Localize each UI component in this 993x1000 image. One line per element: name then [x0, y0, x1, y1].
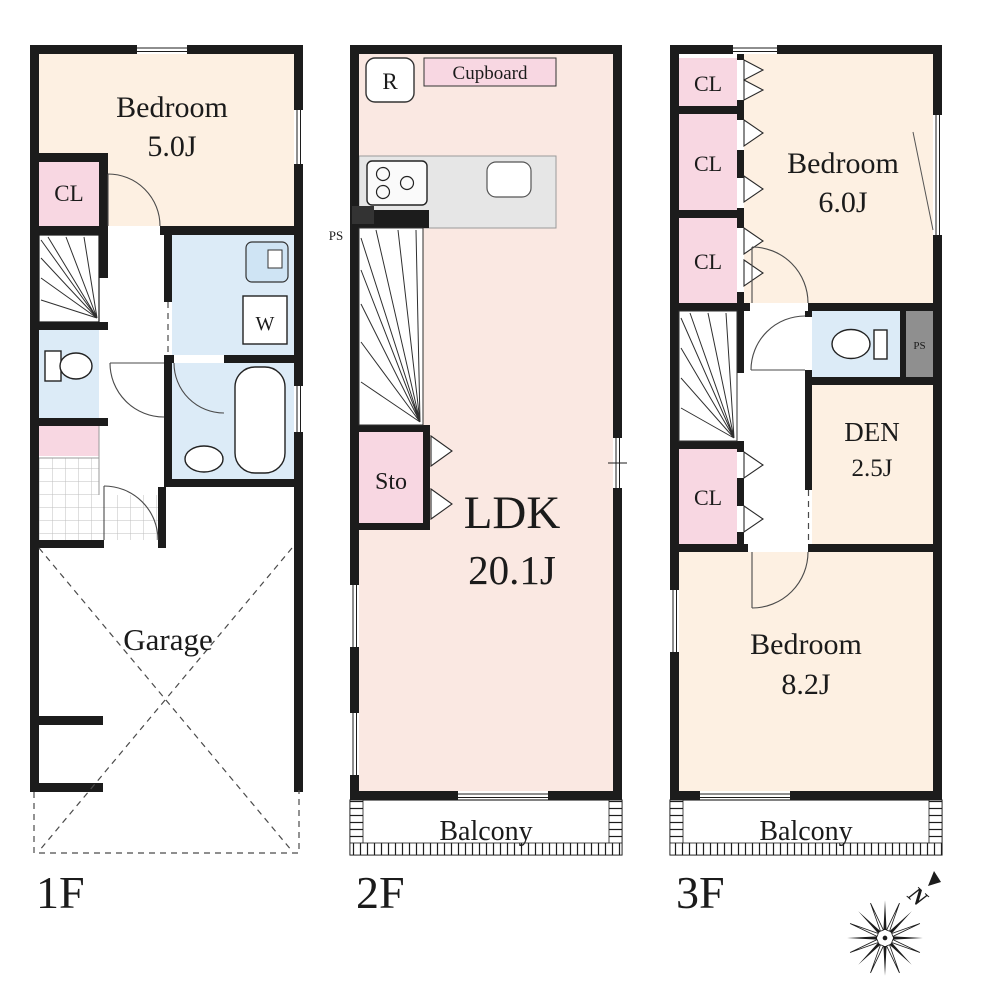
window	[294, 110, 303, 164]
toilet-bowl-icon	[59, 352, 93, 380]
closet-3f-b	[679, 114, 737, 210]
ldk-label: LDK	[464, 487, 561, 539]
window	[350, 585, 359, 647]
compass-dark-rays	[847, 900, 923, 976]
den-label: DEN	[844, 417, 900, 447]
fixtures-3f	[831, 328, 888, 360]
labels-1f: Bedroom 5.0J CL W Garage 1F	[36, 91, 275, 918]
shoe-closet-1f	[39, 426, 99, 456]
pipe-space-box-2f	[352, 206, 374, 224]
walls-3f	[670, 45, 942, 800]
bedroom-5j-size: 5.0J	[147, 130, 197, 163]
sink-icon	[486, 161, 532, 198]
storage-label: Sto	[375, 469, 407, 495]
garage-label: Garage	[123, 622, 213, 657]
toilet-bowl-icon-3f	[831, 328, 871, 360]
storage-room	[359, 432, 423, 523]
balcony-3f	[669, 799, 943, 856]
toilet-tank-icon-3f	[873, 329, 888, 360]
closet-a-label: CL	[694, 71, 722, 96]
stairs-1f	[38, 234, 100, 323]
kitchen-2f	[358, 57, 557, 229]
closet-3f-d	[679, 449, 737, 544]
fridge-label: R	[382, 69, 398, 94]
window	[350, 713, 359, 775]
doors-3f	[743, 59, 809, 609]
garage-marks-1f	[33, 547, 300, 854]
floor-3f: CL CL CL Bedroom 6.0J PS DEN 2.5J CL Bed…	[669, 45, 943, 918]
fixtures-1f	[44, 241, 289, 474]
balcony-label-3f: Balcony	[759, 816, 852, 847]
closet-c-label: CL	[694, 249, 722, 274]
closet-1f-label: CL	[54, 181, 83, 206]
cupboard-box	[423, 57, 557, 87]
stove-icon	[366, 160, 428, 206]
windows-3f	[670, 45, 942, 800]
washer-label: W	[256, 313, 275, 335]
floor-1f-title: 1F	[36, 867, 85, 918]
toilet-tank-icon	[44, 350, 62, 382]
window	[670, 590, 679, 652]
balcony-label-2f: Balcony	[439, 816, 532, 847]
basin-icon	[184, 445, 224, 473]
doors-1f	[103, 173, 225, 541]
entry-tile-area-2	[99, 495, 158, 540]
balcony-door	[458, 791, 548, 800]
balcony-door	[700, 791, 790, 800]
windows-2f	[350, 438, 627, 800]
closet-1f	[39, 162, 99, 226]
bedroom-8j-room	[679, 552, 933, 791]
window	[733, 45, 777, 54]
bedroom-6j-room	[744, 54, 933, 303]
storage-2f	[359, 432, 453, 523]
bathtub-icon	[234, 366, 286, 474]
bedroom-6j-size: 6.0J	[818, 186, 868, 219]
closet-3f-c	[679, 218, 737, 303]
stairs-3f	[678, 310, 738, 442]
casement-swing-line	[912, 131, 934, 231]
floor-1f: Bedroom 5.0J CL W Garage 1F	[30, 45, 303, 918]
folding-door-icon	[430, 434, 453, 468]
balcony-2f	[349, 799, 623, 856]
windows-1f	[137, 45, 303, 432]
floor-2f-title: 2F	[356, 867, 405, 918]
washing-machine-box	[242, 295, 288, 345]
bedroom-8j-label: Bedroom	[750, 628, 862, 661]
floor-2f: R Cupboard PS Sto LDK 20.1J Balcony 2F	[329, 45, 627, 918]
labels-3f: CL CL CL Bedroom 6.0J PS DEN 2.5J CL Bed…	[676, 71, 926, 918]
closet-b-label: CL	[694, 151, 722, 176]
entry-tile-area	[39, 458, 99, 540]
refrigerator-box	[365, 57, 415, 103]
window	[294, 386, 303, 432]
north-arrow-icon	[928, 871, 941, 886]
pipe-space-label-3f: PS	[913, 340, 925, 352]
compass-light-rays	[849, 902, 921, 974]
compass-rose: N	[847, 871, 941, 976]
den-room	[812, 385, 933, 544]
den-size-label: 2.5J	[852, 455, 893, 482]
labels-2f: R Cupboard PS Sto LDK 20.1J Balcony 2F	[329, 63, 561, 918]
pipe-space-box-3f	[906, 311, 933, 377]
window	[933, 115, 942, 235]
floor-3f-title: 3F	[676, 867, 725, 918]
window	[137, 45, 187, 54]
pipe-space-label-2f: PS	[329, 228, 343, 243]
stairs-2f	[358, 227, 424, 426]
bedroom-5j-label: Bedroom	[116, 91, 228, 124]
closet-3f-a	[679, 58, 737, 106]
bedroom-6j-label: Bedroom	[787, 147, 899, 180]
closet-d-label: CL	[694, 485, 722, 510]
bedroom-8j-size: 8.2J	[781, 668, 831, 701]
cupboard-label: Cupboard	[453, 63, 528, 84]
ldk-size-label: 20.1J	[468, 547, 556, 593]
folding-door-icon	[430, 487, 453, 521]
